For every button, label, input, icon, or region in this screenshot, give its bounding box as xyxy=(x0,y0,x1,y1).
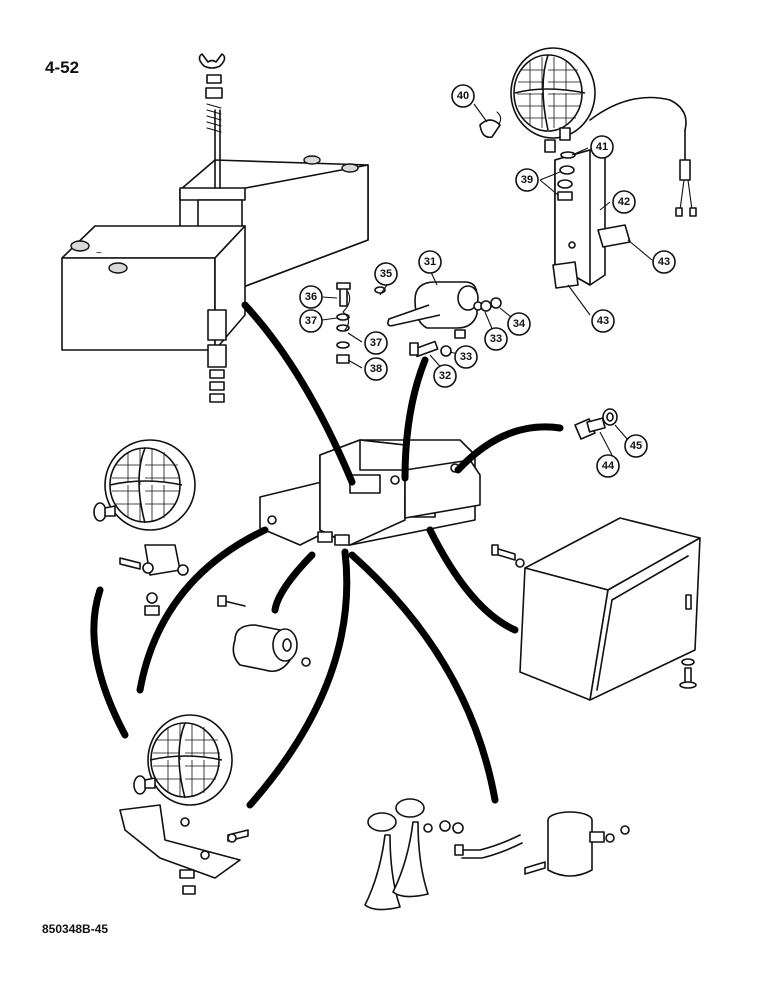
svg-text:33: 33 xyxy=(490,333,502,345)
svg-text:33: 33 xyxy=(460,351,472,363)
toolbox xyxy=(491,517,701,701)
work-lamp-lower xyxy=(119,714,249,895)
svg-text:39: 39 xyxy=(521,174,533,186)
svg-text:35: 35 xyxy=(380,268,392,280)
air-horns xyxy=(364,798,630,911)
work-lamp-left xyxy=(93,439,196,616)
assembly-leaders xyxy=(90,301,564,809)
callout-39: 39 xyxy=(515,168,539,192)
svg-text:40: 40 xyxy=(457,90,469,102)
svg-text:−: − xyxy=(96,248,102,259)
callout-35: 35 xyxy=(374,262,398,286)
callout-34: 34 xyxy=(507,312,531,336)
svg-text:37: 37 xyxy=(305,315,317,327)
callout-41: 41 xyxy=(590,135,614,159)
svg-text:42: 42 xyxy=(618,196,630,208)
callout-33a: 33 xyxy=(484,327,508,351)
svg-text:38: 38 xyxy=(370,363,382,375)
connector-plug xyxy=(574,408,618,440)
callout-43b: 43 xyxy=(591,309,615,333)
callout-31: 31 xyxy=(418,250,442,274)
svg-text:41: 41 xyxy=(596,141,608,153)
callout-38: 38 xyxy=(364,357,388,381)
svg-text:43: 43 xyxy=(658,256,670,268)
svg-text:37: 37 xyxy=(370,337,382,349)
solenoid-hardware xyxy=(336,282,502,364)
svg-text:32: 32 xyxy=(439,370,451,382)
svg-text:36: 36 xyxy=(305,291,317,303)
callout-37a: 37 xyxy=(299,309,323,333)
callout-40: 40 xyxy=(451,84,475,108)
starter-solenoid xyxy=(387,281,483,339)
callout-45: 45 xyxy=(624,434,648,458)
battery-pair: − xyxy=(61,53,369,403)
callout-36: 36 xyxy=(299,285,323,309)
callout-42: 42 xyxy=(612,190,636,214)
callout-43a: 43 xyxy=(652,250,676,274)
svg-text:45: 45 xyxy=(630,440,642,452)
horn-switch xyxy=(217,595,311,673)
work-lamp-top xyxy=(479,47,697,289)
page-number: 4-52 xyxy=(45,58,80,77)
svg-text:44: 44 xyxy=(602,460,615,472)
svg-text:31: 31 xyxy=(424,256,436,268)
callout-32: 32 xyxy=(433,364,457,388)
drawing-id: 850348B-45 xyxy=(42,922,109,936)
callout-33b: 33 xyxy=(454,345,478,369)
console-housing xyxy=(259,439,481,546)
callout-44: 44 xyxy=(596,454,620,478)
svg-text:34: 34 xyxy=(513,318,526,330)
callout-37b: 37 xyxy=(364,331,388,355)
svg-text:43: 43 xyxy=(597,315,609,327)
